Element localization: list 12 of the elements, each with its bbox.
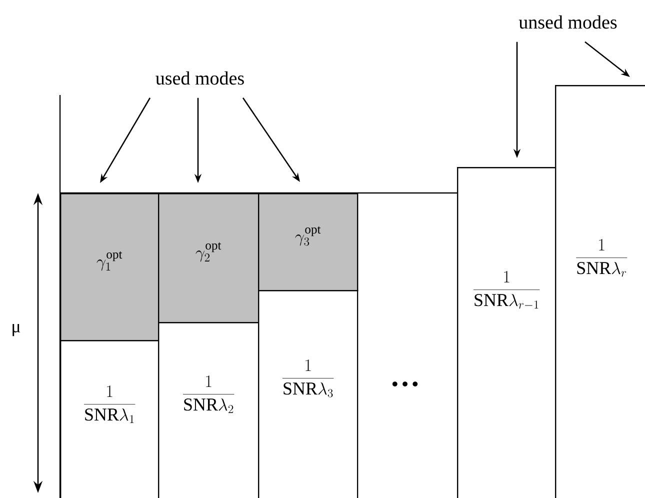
level-box: $\frac{1}{\mathrm{SNR}\lambda_1}$ [60,340,160,498]
ellipsis: … [392,382,418,386]
level-box: $\frac{1}{\mathrm{SNR}\lambda_2}$ [158,322,260,498]
level-label: μ [12,324,20,336]
level-box: $\frac{1}{\mathrm{SNR}\lambda_3}$ [258,290,358,498]
power-box: $\gamma_2^{\mathrm{opt}}$ [158,193,260,324]
power-box: $\gamma_1^{\mathrm{opt}}$ [60,193,160,342]
annotation-text: used modes [156,71,244,85]
annotation-text: unsed modes [518,15,617,29]
level-box: $\frac{1}{\mathrm{SNR}\lambda_{r-1}}$ [457,167,556,498]
power-box: $\gamma_3^{\mathrm{opt}}$ [258,193,358,292]
level-box: $\frac{1}{\mathrm{SNR}\lambda_r}$ [555,85,645,498]
